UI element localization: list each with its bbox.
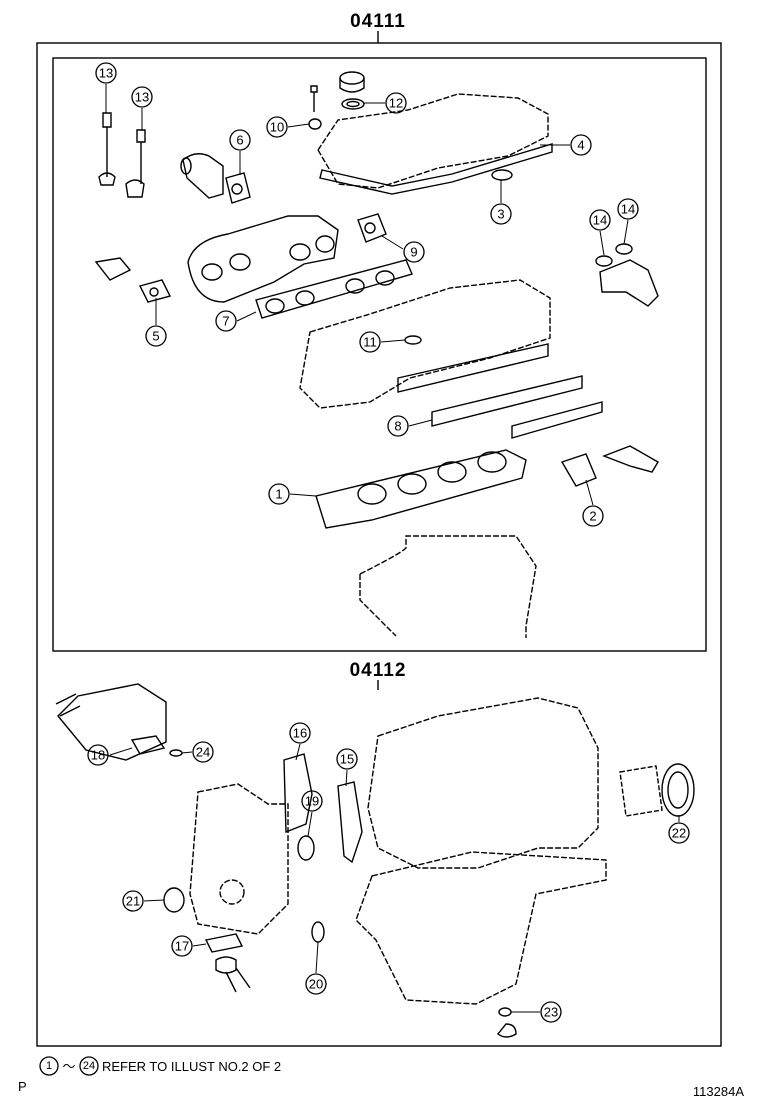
note-end-number: 24 bbox=[83, 1060, 95, 1072]
note-start-number: 1 bbox=[46, 1060, 52, 1072]
note-tilde: ～ bbox=[62, 1059, 75, 1074]
callout-circles bbox=[39, 62, 690, 1076]
callout-20: 20 bbox=[309, 977, 323, 992]
group-code-upper: 04111 bbox=[350, 11, 406, 32]
cylinder-head-cover-part bbox=[317, 93, 553, 195]
callout-11: 11 bbox=[363, 335, 377, 350]
group-code-lower: 04112 bbox=[350, 660, 407, 681]
corner-letter: P bbox=[18, 1079, 27, 1094]
gasket-2-part bbox=[560, 445, 659, 487]
callout-1: 1 bbox=[275, 487, 282, 502]
callout-7: 7 bbox=[222, 314, 229, 329]
callout-14-a: 14 bbox=[593, 213, 607, 228]
cylinder-block-upper-part bbox=[359, 535, 537, 638]
oil-pan-part bbox=[355, 851, 607, 1005]
callout-23: 23 bbox=[544, 1005, 558, 1020]
oil-filler-cap-part bbox=[339, 71, 365, 110]
callout-5: 5 bbox=[152, 329, 159, 344]
leader-lines bbox=[105, 84, 680, 1013]
cylinder-head-gasket-part bbox=[315, 449, 527, 529]
callout-14-b: 14 bbox=[621, 202, 635, 217]
callout-16: 16 bbox=[293, 726, 307, 741]
callout-15: 15 bbox=[340, 752, 354, 767]
water-outlet-part bbox=[180, 153, 251, 204]
exhaust-manifold-gasket-part bbox=[255, 259, 413, 319]
oil-strainer-part bbox=[163, 887, 517, 1038]
outer-frame bbox=[36, 42, 722, 1047]
timing-gasket-part bbox=[283, 753, 363, 864]
oil-pump-part bbox=[55, 683, 183, 761]
sensor-part bbox=[94, 257, 172, 303]
note-text: REFER TO ILLUST NO.2 OF 2 bbox=[102, 1059, 281, 1074]
callout-9: 9 bbox=[410, 245, 417, 260]
cylinder-block-lower-part bbox=[367, 697, 599, 869]
callout-4: 4 bbox=[577, 138, 584, 153]
upper-group-frame bbox=[52, 57, 707, 652]
plug-seal-part bbox=[404, 335, 422, 345]
illustration-id: 113284A bbox=[693, 1084, 744, 1099]
callout-2: 2 bbox=[589, 509, 596, 524]
rear-seal-part bbox=[619, 763, 695, 817]
callout-22: 22 bbox=[672, 826, 686, 841]
callout-3: 3 bbox=[497, 207, 504, 222]
callout-10: 10 bbox=[270, 120, 284, 135]
callout-21: 21 bbox=[126, 894, 140, 909]
hose-fitting-part bbox=[595, 243, 659, 307]
callout-12: 12 bbox=[389, 96, 403, 111]
callout-6: 6 bbox=[236, 133, 243, 148]
callout-13-valve-a: 13 bbox=[99, 66, 113, 81]
seal-3-part bbox=[491, 169, 513, 181]
callout-18: 18 bbox=[91, 748, 105, 763]
exhaust-manifold-part bbox=[187, 215, 339, 303]
intake-manifold-gasket-part bbox=[397, 343, 603, 439]
callout-24: 24 bbox=[196, 745, 210, 760]
gasket-9-part bbox=[357, 213, 387, 243]
callout-17: 17 bbox=[175, 939, 189, 954]
timing-cover-part bbox=[189, 783, 289, 935]
callout-19: 19 bbox=[305, 794, 319, 809]
valve-stem-seal-part bbox=[98, 112, 146, 198]
bolt-part bbox=[308, 85, 322, 130]
callout-13-valve-b: 13 bbox=[135, 90, 149, 105]
callout-8: 8 bbox=[394, 419, 401, 434]
cylinder-head-part bbox=[299, 279, 551, 409]
